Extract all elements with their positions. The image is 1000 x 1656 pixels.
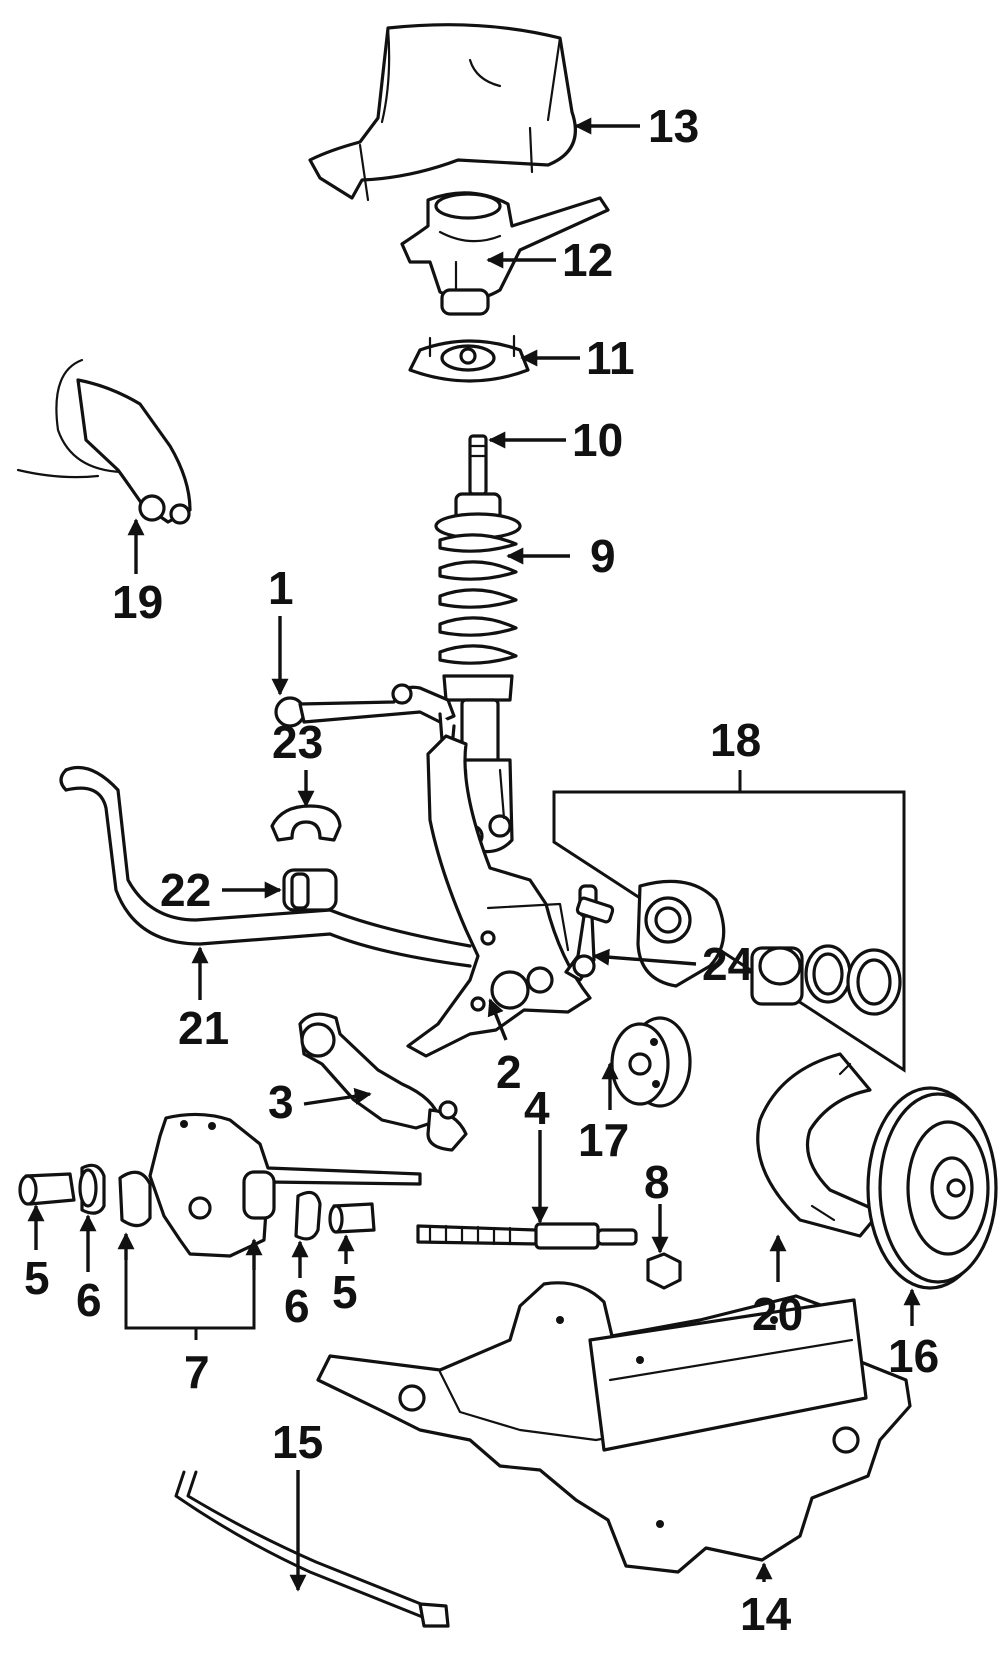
- callout-10: 10: [572, 414, 623, 466]
- callout-2: 2: [496, 1046, 522, 1098]
- part-7-rack-mount-housing: [118, 1112, 422, 1258]
- callout-20: 20: [752, 1288, 803, 1340]
- callout-23: 23: [272, 716, 323, 768]
- callout-3: 3: [268, 1076, 294, 1128]
- callout-21: 21: [178, 1002, 229, 1054]
- callout-5-left: 5: [24, 1252, 50, 1304]
- callout-22: 22: [160, 864, 211, 916]
- part-12-strut-mount-module: [400, 191, 610, 316]
- part-18-caliper-kit: [552, 790, 906, 1073]
- callout-7: 7: [184, 1346, 210, 1398]
- callout-1: 1: [268, 562, 294, 614]
- callout-11: 11: [586, 332, 635, 384]
- part-6-insulator-right: [294, 1190, 322, 1241]
- callout-16: 16: [888, 1330, 939, 1382]
- callout-14: 14: [740, 1588, 792, 1640]
- part-4-inner-tie-rod: [416, 1222, 638, 1250]
- callout-9: 9: [590, 530, 616, 582]
- part-23-stabilizer-clamp: [270, 804, 342, 842]
- callout-12: 12: [562, 234, 613, 286]
- callout-8: 8: [644, 1156, 670, 1208]
- part-5-sleeve-left: [18, 1172, 76, 1206]
- part-14-front-crossmember: [316, 1281, 912, 1574]
- part-15-brace: [174, 1470, 450, 1628]
- part-17-wheel-hub: [610, 1016, 692, 1108]
- callout-6-left: 6: [76, 1274, 102, 1326]
- callout-15: 15: [272, 1416, 323, 1468]
- callout-numbers: 13 12 11 10 9 19 1 23 22 21 3 2 24 18 17…: [24, 100, 939, 1640]
- part-8-jam-nut: [646, 1252, 682, 1290]
- callout-5-right: 5: [332, 1266, 358, 1318]
- part-20-brake-splash-shield: [756, 1052, 882, 1238]
- part-3-lower-control-arm: [298, 1012, 468, 1152]
- part-19-sensor-assembly: [16, 358, 192, 525]
- part-13-strut-tower-cover: [308, 23, 577, 202]
- part-2-steering-knuckle: [406, 734, 592, 1058]
- part-16-brake-rotor: [866, 1086, 998, 1290]
- callout-6-right: 6: [284, 1280, 310, 1332]
- leader-lines: [27, 117, 921, 1592]
- part-21-stabilizer-bar: [59, 765, 472, 968]
- part-11-upper-mount: [408, 334, 530, 383]
- callout-4: 4: [524, 1082, 550, 1134]
- part-6-insulator-left: [78, 1163, 106, 1215]
- part-5-sleeve-right: [328, 1202, 376, 1234]
- callout-13: 13: [648, 100, 699, 152]
- callout-17: 17: [578, 1114, 629, 1166]
- callout-19: 19: [112, 576, 163, 628]
- callout-18: 18: [710, 714, 761, 766]
- part-10-strut-rod: [468, 434, 488, 496]
- callout-24: 24: [702, 938, 754, 990]
- part-22-stabilizer-bushing: [282, 868, 338, 912]
